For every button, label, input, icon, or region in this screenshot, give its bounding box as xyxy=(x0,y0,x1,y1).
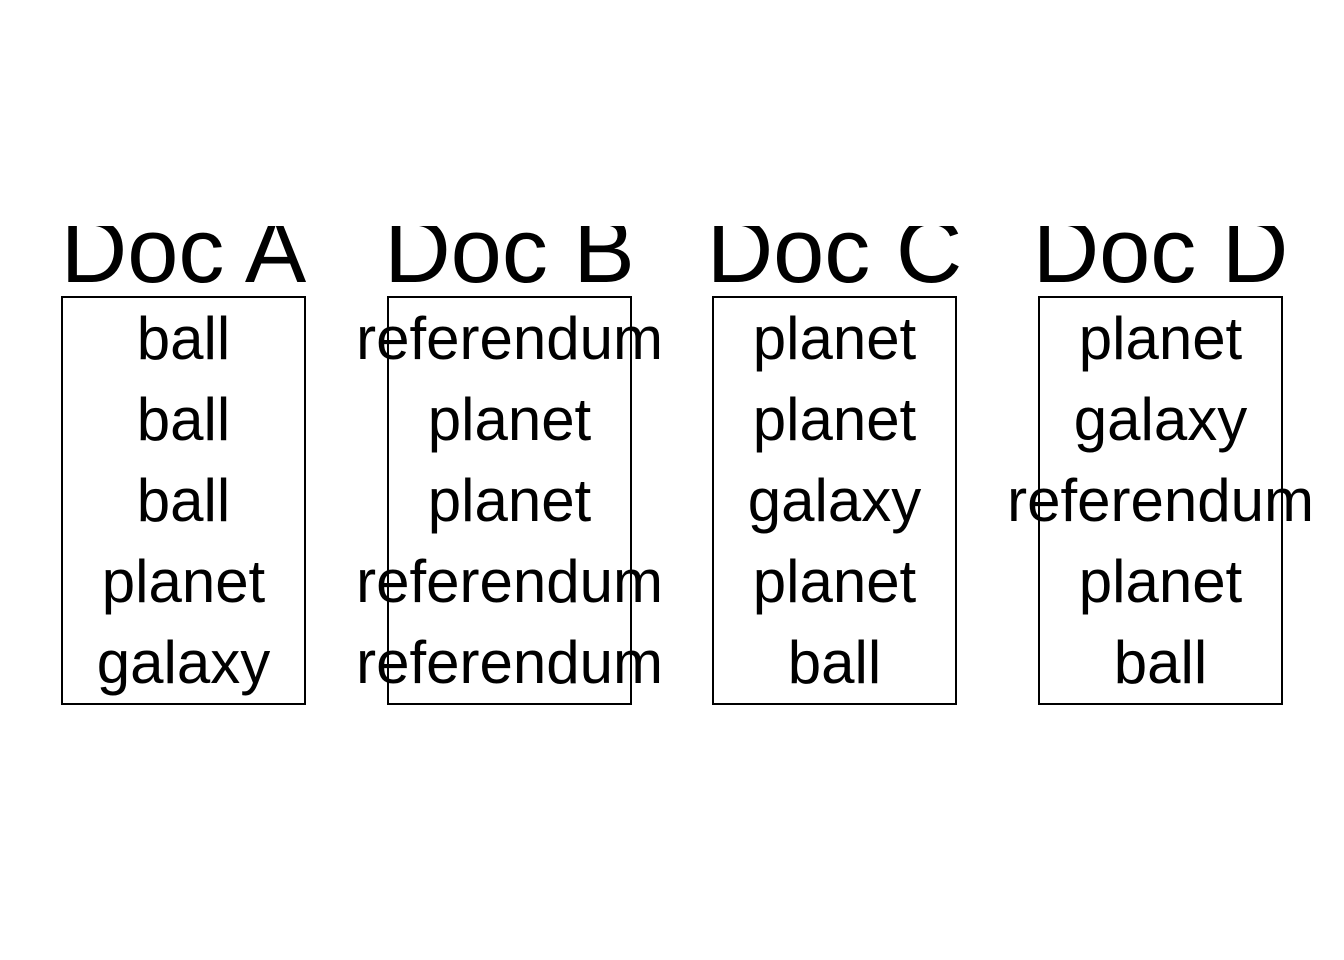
word-item: planet xyxy=(752,548,917,615)
word-row: ball xyxy=(63,379,304,460)
doc-title: Doc D xyxy=(1032,226,1289,296)
doc-title-clip: Doc B xyxy=(327,226,692,296)
word-item: ball xyxy=(1113,629,1208,696)
doc-column-d: Doc D planet galaxy referendum planet ba… xyxy=(1007,0,1314,960)
word-row: galaxy xyxy=(1040,379,1281,460)
word-item: planet xyxy=(1078,305,1243,372)
word-item: galaxy xyxy=(747,467,922,534)
word-row: referendum xyxy=(356,541,663,622)
word-row: ball xyxy=(1040,622,1281,703)
word-item: planet xyxy=(1078,548,1243,615)
word-item: referendum xyxy=(1007,467,1314,534)
doc-title: Doc A xyxy=(60,226,307,296)
word-row: referendum xyxy=(356,298,663,379)
word-row: galaxy xyxy=(63,622,304,703)
word-row: planet xyxy=(714,298,955,379)
word-row: planet xyxy=(714,541,955,622)
word-row: planet xyxy=(389,460,630,541)
word-row: planet xyxy=(714,379,955,460)
word-item: referendum xyxy=(356,548,663,615)
word-item: ball xyxy=(136,386,231,453)
word-row: ball xyxy=(714,622,955,703)
word-item: galaxy xyxy=(1073,386,1248,453)
word-row: referendum xyxy=(1007,460,1314,541)
doc-column-b: Doc B referendum planet planet referendu… xyxy=(356,0,663,960)
doc-box: planet galaxy referendum planet ball xyxy=(1007,296,1314,705)
word-item: referendum xyxy=(356,629,663,696)
word-row: planet xyxy=(1040,541,1281,622)
doc-column-a: Doc A ball ball ball planet galaxy xyxy=(61,0,306,960)
doc-box: ball ball ball planet galaxy xyxy=(61,296,306,705)
word-item: planet xyxy=(101,548,266,615)
word-item: galaxy xyxy=(96,629,271,696)
word-row: planet xyxy=(63,541,304,622)
doc-title: Doc B xyxy=(384,226,635,296)
word-row: ball xyxy=(63,460,304,541)
word-row: planet xyxy=(1040,298,1281,379)
word-row: referendum xyxy=(356,622,663,703)
doc-column-c: Doc C planet planet galaxy planet ball xyxy=(707,0,962,960)
doc-box: planet planet galaxy planet ball xyxy=(712,296,957,705)
word-row: planet xyxy=(389,379,630,460)
doc-title-clip: Doc D xyxy=(978,226,1343,296)
word-row: galaxy xyxy=(714,460,955,541)
word-item: referendum xyxy=(356,305,663,372)
word-item: planet xyxy=(752,305,917,372)
word-item: planet xyxy=(752,386,917,453)
word-row: ball xyxy=(63,298,304,379)
word-item: ball xyxy=(136,467,231,534)
doc-title: Doc C xyxy=(706,226,963,296)
word-item: ball xyxy=(787,629,882,696)
doc-title-clip: Doc A xyxy=(1,226,366,296)
word-item: ball xyxy=(136,305,231,372)
doc-title-clip: Doc C xyxy=(652,226,1017,296)
word-item: planet xyxy=(427,467,592,534)
word-item: planet xyxy=(427,386,592,453)
doc-box: referendum planet planet referendum refe… xyxy=(356,296,663,705)
